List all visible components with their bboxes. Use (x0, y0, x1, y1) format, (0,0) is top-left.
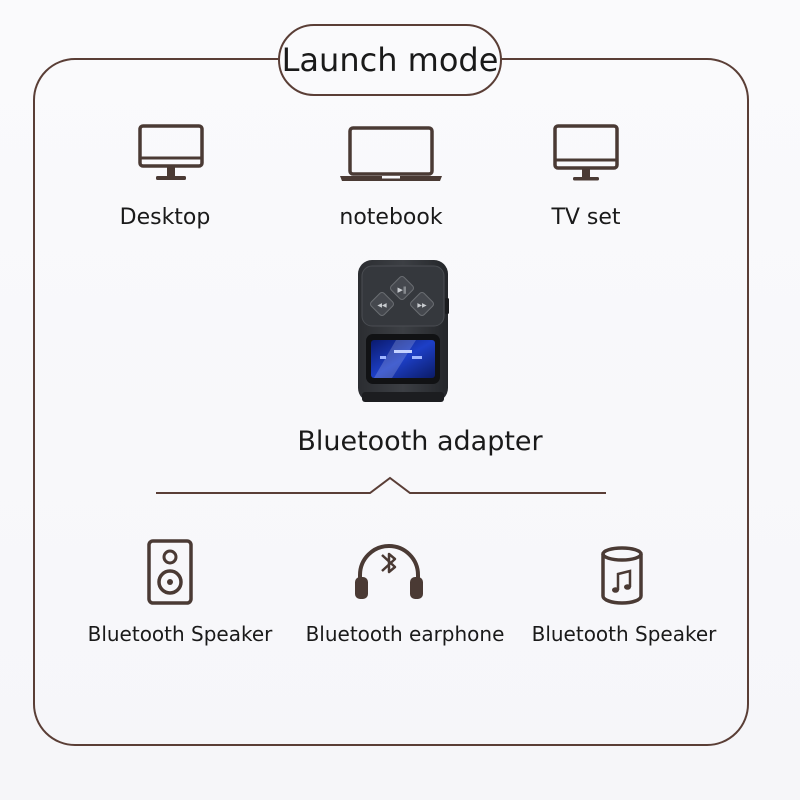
output-label-speaker-2: Bluetooth Speaker (531, 622, 717, 646)
branch-divider (156, 474, 606, 498)
svg-text:▶‖: ▶‖ (398, 286, 407, 294)
title-pill: Launch mode (278, 24, 502, 96)
source-label-tv: TV set (551, 205, 621, 230)
page-title: Launch mode (281, 41, 499, 79)
adapter-label: Bluetooth adapter (297, 426, 543, 457)
tv-icon (551, 122, 621, 184)
bluetooth-headphones-icon (352, 541, 426, 603)
cylinder-speaker-music-icon (598, 544, 646, 608)
source-label-notebook: notebook (339, 205, 443, 230)
output-label-earphone: Bluetooth earphone (305, 622, 505, 646)
svg-text:◀◀: ◀◀ (377, 302, 387, 309)
bluetooth-adapter-device: ▶‖ ◀◀ ▶▶ (356, 258, 450, 408)
source-label-desktop: Desktop (119, 205, 211, 230)
desktop-monitor-icon (136, 122, 206, 184)
laptop-icon (338, 124, 444, 184)
speaker-box-icon (146, 538, 194, 606)
output-label-speaker-1: Bluetooth Speaker (87, 622, 273, 646)
svg-text:▶▶: ▶▶ (417, 302, 427, 309)
